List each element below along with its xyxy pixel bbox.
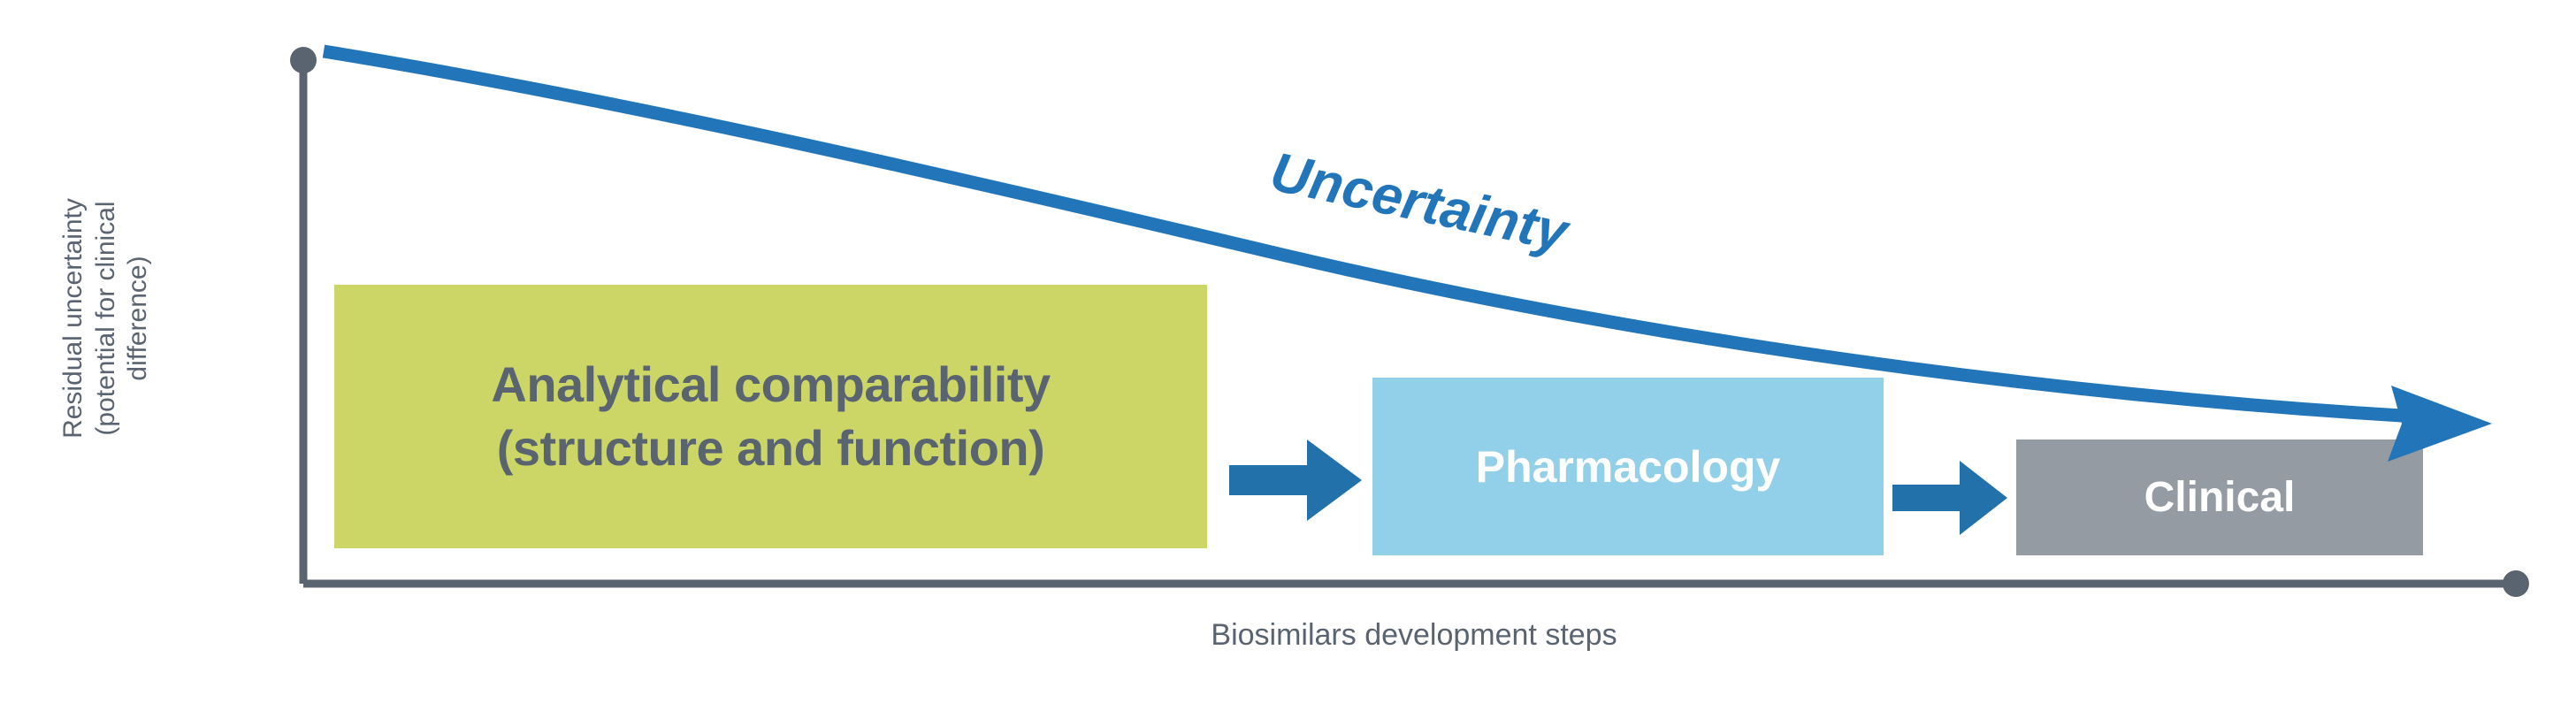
block-arrow-right-icon [1892, 461, 2007, 535]
x-axis-label: Biosimilars development steps [1211, 618, 1617, 652]
stage-box-pharmacology[interactable]: Pharmacology [1372, 378, 1884, 555]
stage-box-clinical[interactable]: Clinical [2016, 440, 2423, 555]
y-axis-endpoint-dot-icon [290, 47, 317, 73]
x-axis-endpoint-dot-icon [2503, 570, 2529, 597]
block-arrow-right-icon [1229, 440, 1362, 521]
stage-box-analytical-comparability[interactable]: Analytical comparability (structure and … [334, 285, 1207, 548]
